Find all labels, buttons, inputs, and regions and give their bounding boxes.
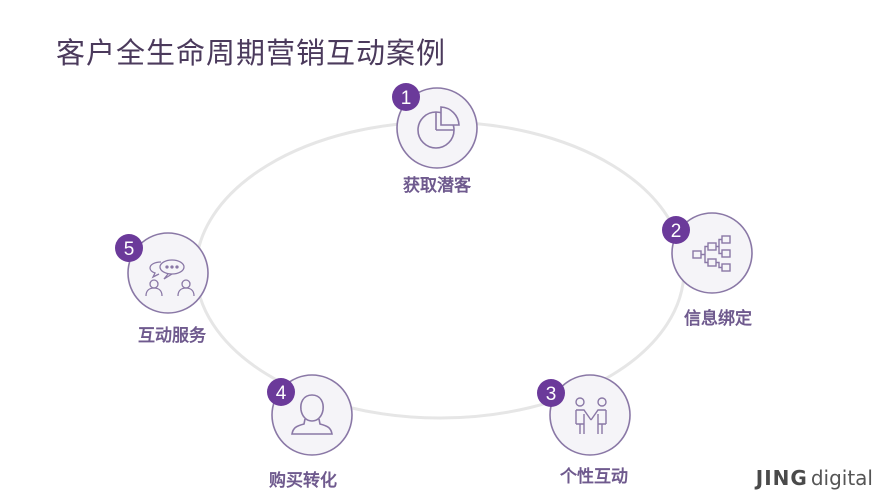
step-2-node: 2 [662,212,753,294]
step-1-number: 1 [401,88,412,109]
page-title: 客户全生命周期营销互动案例 [56,36,447,70]
step-3-label: 个性互动 [560,467,628,487]
chat-people-icon [145,259,195,297]
pie-chart-icon [417,106,460,149]
step-2-circle [671,212,753,294]
step-3-circle [549,374,631,456]
logo-brand: JING [755,466,808,490]
hierarchy-icon [692,235,731,272]
step-1-circle [396,87,478,169]
step-5-badge [115,234,143,262]
step-3-node: 3 [537,374,631,456]
person-icon [291,394,333,435]
logo-suffix: digital [810,466,873,490]
step-1-badge [392,83,420,111]
step-2-label: 信息绑定 [684,309,752,329]
step-4-node: 4 [267,374,353,456]
step-3-badge [537,379,565,407]
step-1-label: 获取潜客 [403,176,471,196]
step-5-label: 互动服务 [138,326,206,346]
step-4-number: 4 [276,383,287,404]
step-4-badge [267,378,295,406]
handshake-people-icon [575,397,607,434]
step-4-label: 购买转化 [269,471,337,491]
step-2-badge [662,216,690,244]
step-5-node: 5 [115,232,209,314]
step-5-number: 5 [124,239,135,260]
step-1-node: 1 [392,83,478,169]
step-2-number: 2 [671,221,682,242]
step-3-number: 3 [546,384,557,405]
